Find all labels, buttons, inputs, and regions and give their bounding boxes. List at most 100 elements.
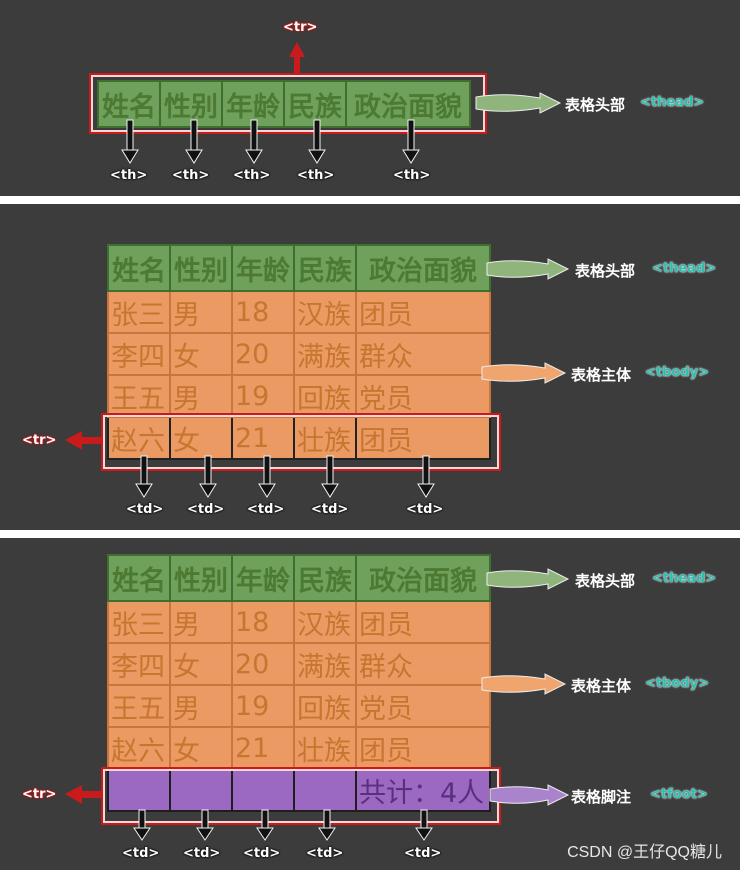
- th-tag: <th>: [172, 168, 210, 183]
- td-tag: <td>: [122, 846, 160, 861]
- td-tag: <td>: [404, 846, 442, 861]
- tfoot-label: 表格脚注: [571, 788, 632, 806]
- td-cell: 壮族: [293, 726, 357, 770]
- td-cell: 男: [169, 290, 233, 334]
- thead-label: 表格头部: [565, 96, 626, 114]
- tbody-tag: <tbody>: [645, 676, 710, 691]
- tfoot-cell: [293, 768, 357, 812]
- td-cell: 王五: [107, 684, 171, 728]
- td-cell: 满族: [293, 332, 357, 376]
- td-tag: <td>: [311, 502, 349, 517]
- td-tag: <td>: [243, 846, 281, 861]
- td-cell: 团员: [355, 416, 491, 460]
- divider: [0, 530, 740, 538]
- th-gender: 性别: [169, 554, 233, 602]
- tbody-label: 表格主体: [571, 677, 632, 695]
- tr-tag-top: <tr>: [283, 20, 318, 35]
- th-gender: 性别: [169, 244, 233, 292]
- th-ethnicity: 民族: [293, 554, 357, 602]
- thead-label: 表格头部: [575, 572, 636, 590]
- td-cell: 团员: [355, 290, 491, 334]
- tr-tag-left: <tr>: [22, 787, 57, 802]
- thead-tag: <thead>: [640, 95, 705, 110]
- th-tag: <th>: [393, 168, 431, 183]
- td-cell: 汉族: [293, 290, 357, 334]
- tr-tag-left: <tr>: [22, 433, 57, 448]
- td-cell: 19: [231, 684, 295, 728]
- watermark: CSDN @王仔QQ糖儿: [567, 844, 722, 861]
- tbody-label: 表格主体: [571, 366, 632, 384]
- orange-arrow-tbody: [481, 362, 567, 384]
- black-down-arrows: [133, 809, 433, 841]
- td-cell: 男: [169, 374, 233, 418]
- td-cell: 团员: [355, 600, 491, 644]
- td-cell: 男: [169, 684, 233, 728]
- td-cell: 女: [169, 416, 233, 460]
- th-name: 姓名: [107, 554, 171, 602]
- th-name: 姓名: [107, 244, 171, 292]
- td-cell: 19: [231, 374, 295, 418]
- thead-label: 表格头部: [575, 262, 636, 280]
- black-down-arrows: [135, 455, 435, 498]
- td-cell: 赵六: [107, 726, 171, 770]
- th-tag: <th>: [110, 168, 148, 183]
- td-cell: 女: [169, 332, 233, 376]
- foot-table: 姓名 性别 年龄 民族 政治面貌 张三 男 18 汉族 团员 李四 女 20 满…: [107, 554, 491, 812]
- td-cell: 18: [231, 600, 295, 644]
- th-age: 年龄: [231, 244, 295, 292]
- tfoot-total: 共计：4人: [355, 768, 491, 812]
- td-cell: 女: [169, 726, 233, 770]
- td-cell: 张三: [107, 290, 171, 334]
- td-cell: 群众: [355, 642, 491, 686]
- td-tag: <td>: [183, 846, 221, 861]
- td-tag: <td>: [306, 846, 344, 861]
- th-age: 年龄: [231, 554, 295, 602]
- td-cell: 21: [231, 416, 295, 460]
- th-ethnicity: 民族: [293, 244, 357, 292]
- green-arrow-thead: [486, 258, 570, 280]
- tfoot-cell: [231, 768, 295, 812]
- td-cell: 满族: [293, 642, 357, 686]
- th-ethnicity: 民族: [283, 80, 347, 128]
- td-cell: 壮族: [293, 416, 357, 460]
- divider: [0, 196, 740, 204]
- td-cell: 李四: [107, 642, 171, 686]
- td-cell: 回族: [293, 684, 357, 728]
- td-cell: 女: [169, 642, 233, 686]
- td-tag: <td>: [126, 502, 164, 517]
- tfoot-cell: [107, 768, 171, 812]
- purple-arrow-tfoot: [489, 784, 570, 806]
- td-cell: 18: [231, 290, 295, 334]
- td-tag: <td>: [247, 502, 285, 517]
- green-arrow-thead: [486, 568, 570, 590]
- green-arrow-thead: [475, 92, 562, 114]
- thead-tag: <thead>: [652, 261, 717, 276]
- td-cell: 党员: [355, 374, 491, 418]
- td-cell: 赵六: [107, 416, 171, 460]
- td-cell: 李四: [107, 332, 171, 376]
- tfoot-tag: <tfoot>: [650, 787, 708, 802]
- td-tag: <td>: [187, 502, 225, 517]
- th-gender: 性别: [159, 80, 223, 128]
- red-left-arrow: [65, 431, 102, 450]
- td-cell: 回族: [293, 374, 357, 418]
- th-politics: 政治面貌: [355, 554, 491, 602]
- orange-arrow-tbody: [481, 673, 567, 695]
- th-tag: <th>: [233, 168, 271, 183]
- body-table: 姓名 性别 年龄 民族 政治面貌 张三 男 18 汉族 团员 李四 女 20 满…: [107, 244, 491, 460]
- td-cell: 汉族: [293, 600, 357, 644]
- th-tag: <th>: [297, 168, 335, 183]
- td-tag: <td>: [406, 502, 444, 517]
- td-cell: 20: [231, 332, 295, 376]
- red-left-arrow: [65, 785, 102, 804]
- td-cell: 团员: [355, 726, 491, 770]
- td-cell: 群众: [355, 332, 491, 376]
- tbody-tag: <tbody>: [645, 365, 710, 380]
- th-politics: 政治面貌: [355, 244, 491, 292]
- td-cell: 男: [169, 600, 233, 644]
- td-cell: 党员: [355, 684, 491, 728]
- td-cell: 王五: [107, 374, 171, 418]
- td-cell: 张三: [107, 600, 171, 644]
- th-name: 姓名: [97, 80, 161, 128]
